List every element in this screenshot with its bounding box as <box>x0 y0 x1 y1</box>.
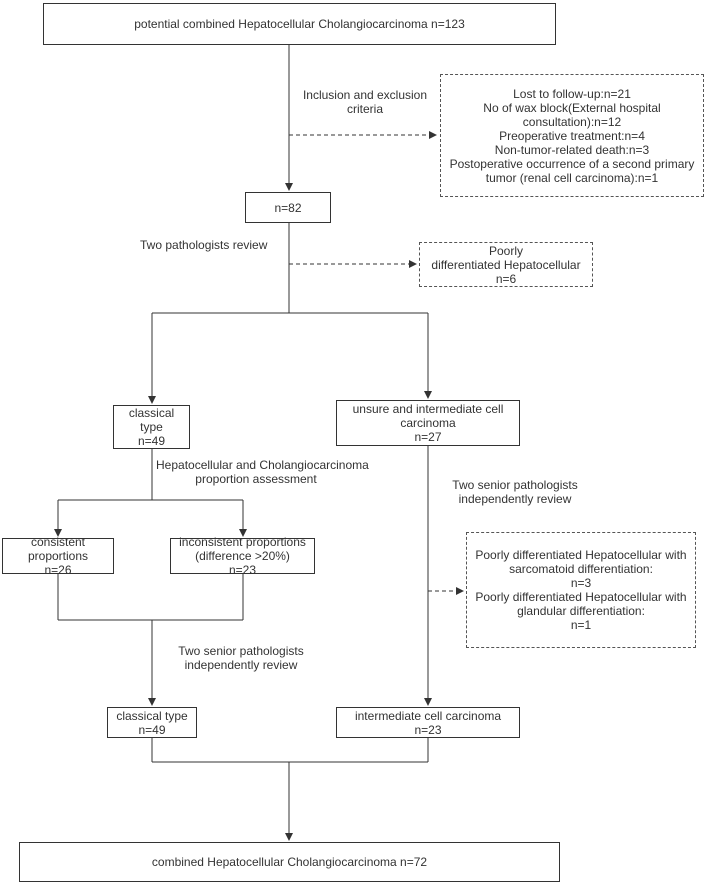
consistent-line-2: proportions <box>27 549 89 563</box>
proportion-label-line-2: proportion assessment <box>195 472 317 486</box>
senior-review-label-right: Two senior pathologists independently re… <box>434 478 596 506</box>
inclusion-label-line-1: Inclusion and exclusion <box>302 88 428 102</box>
unsure-line-2: carcinoma <box>400 416 456 430</box>
sarcomatoid-line-2: sarcomatoid differentiation: <box>509 562 653 576</box>
senior-review-label-left: Two senior pathologists independently re… <box>160 644 322 672</box>
exclusion-line-7: tumor (renal cell carcinoma):n=1 <box>485 170 659 185</box>
senior-left-line-2: independently review <box>184 658 298 672</box>
consistent-proportions-box: consistent proportions n=26 <box>2 535 114 577</box>
inconsistent-line-2: (difference >20%) <box>195 549 290 563</box>
senior-left-line-1: Two senior pathologists <box>178 644 304 658</box>
consistent-line-3: n=26 <box>44 563 72 577</box>
senior-right-line-1: Two senior pathologists <box>452 478 578 492</box>
sarcomatoid-line-3: n=3 <box>570 576 592 590</box>
intermediate-line-1: intermediate cell carcinoma <box>354 708 502 723</box>
unsure-line-1: unsure and intermediate cell <box>352 402 504 416</box>
final-box: combined Hepatocellular Cholangiocarcino… <box>19 842 560 882</box>
poorly-differentiated-box: Poorly differentiated Hepatocellular n=6 <box>419 242 593 287</box>
intermediate-cell-carcinoma-box: intermediate cell carcinoma n=23 <box>336 707 520 738</box>
proportion-label-line-1: Hepatocellular and Cholangiocarcinoma <box>156 458 369 472</box>
classical-type-box: classical type n=49 <box>113 405 190 449</box>
review-label: Two pathologists review <box>140 238 267 252</box>
poorly-line-3: n=6 <box>495 271 517 286</box>
sarcomatoid-glandular-box: Poorly differentiated Hepatocellular wit… <box>466 532 696 648</box>
n82-box: n=82 <box>245 192 331 223</box>
n82-text: n=82 <box>274 200 302 215</box>
final-box-text: combined Hepatocellular Cholangiocarcino… <box>151 855 428 869</box>
exclusion-line-2: No of wax block(External hospital <box>483 100 661 115</box>
top-box: potential combined Hepatocellular Cholan… <box>43 3 556 45</box>
sarcomatoid-line-6: n=1 <box>570 618 592 632</box>
exclusion-box: Lost to follow-up:n=21 No of wax block(E… <box>440 74 704 197</box>
classical2-line-1: classical type <box>116 708 188 723</box>
sarcomatoid-line-4: Poorly differentiated Hepatocellular wit… <box>475 590 687 604</box>
exclusion-line-1: Lost to follow-up:n=21 <box>513 86 631 101</box>
unsure-line-3: n=27 <box>414 430 442 444</box>
inconsistent-proportions-box: inconsistent proportions (difference >20… <box>170 535 315 577</box>
sarcomatoid-line-1: Poorly differentiated Hepatocellular wit… <box>475 548 687 562</box>
inconsistent-line-3: n=23 <box>228 563 257 577</box>
senior-right-line-2: independently review <box>458 492 572 506</box>
consistent-line-1: consistent <box>30 535 86 549</box>
classical-line-3: n=49 <box>137 434 166 448</box>
intermediate-line-2: n=23 <box>414 722 442 737</box>
poorly-line-2: differentiated Hepatocellular <box>431 257 581 272</box>
sarcomatoid-line-5: glandular differentiation: <box>517 604 645 618</box>
inconsistent-line-1: inconsistent proportions <box>179 535 306 549</box>
top-box-text: potential combined Hepatocellular Cholan… <box>134 17 465 31</box>
exclusion-line-6: Postoperative occurrence of a second pri… <box>449 156 695 171</box>
inclusion-label: Inclusion and exclusion criteria <box>300 88 430 116</box>
exclusion-line-3: consultation):n=12 <box>522 114 622 129</box>
exclusion-line-5: Non-tumor-related death:n=3 <box>494 142 650 157</box>
review-label-text: Two pathologists review <box>140 238 268 252</box>
unsure-intermediate-box: unsure and intermediate cell carcinoma n… <box>336 400 520 446</box>
classical2-line-2: n=49 <box>138 722 166 737</box>
classical-type-final-box: classical type n=49 <box>107 707 197 738</box>
inclusion-label-line-2: criteria <box>346 102 383 116</box>
proportion-label: Hepatocellular and Cholangiocarcinoma pr… <box>156 458 369 486</box>
classical-line-1: classical <box>128 406 175 420</box>
exclusion-line-4: Preoperative treatment:n=4 <box>499 128 645 143</box>
poorly-line-1: Poorly <box>488 243 523 258</box>
classical-line-2: type <box>140 420 163 434</box>
